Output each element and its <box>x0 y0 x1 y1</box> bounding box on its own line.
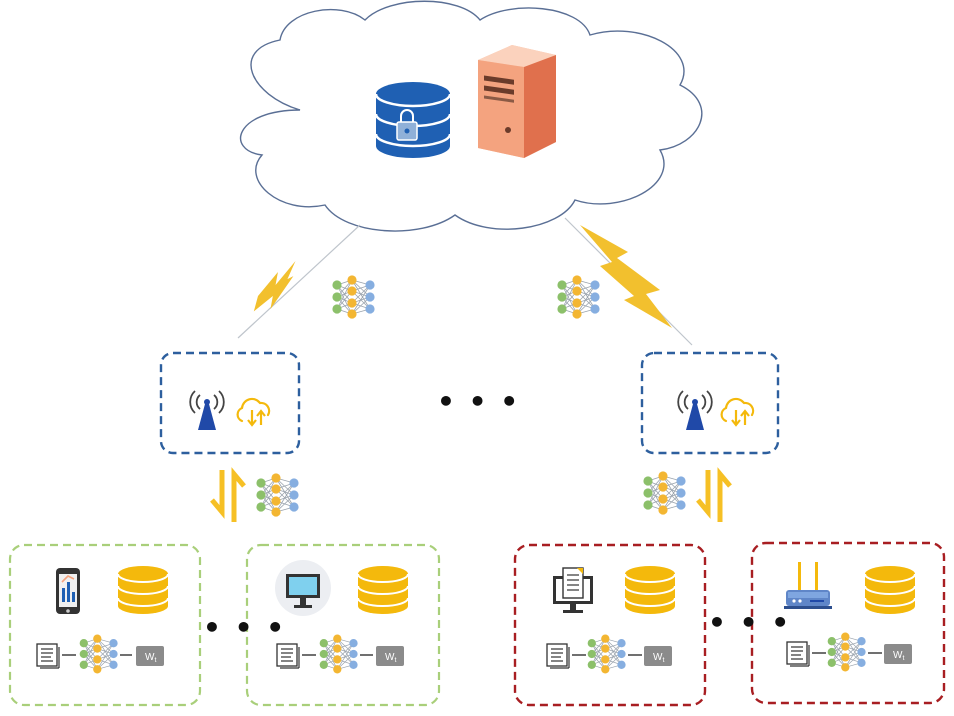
local-data-icon <box>786 641 810 667</box>
ellipsis-left-clients: • • • <box>203 611 287 644</box>
local-model-icon <box>255 472 300 518</box>
svg-text:Wt: Wt <box>145 652 156 664</box>
wireless-link-right <box>564 217 693 346</box>
smartphone-icon <box>56 568 80 614</box>
weights-box: Wt <box>376 646 404 666</box>
edge-server-left <box>159 351 301 455</box>
encrypted-database-icon <box>374 82 452 158</box>
wireless-link-left <box>237 224 361 339</box>
svg-text:Wt: Wt <box>893 650 904 662</box>
desktop-monitor-icon <box>275 560 331 616</box>
local-model-icon <box>642 470 687 516</box>
local-data-icon <box>36 643 60 669</box>
cloud <box>240 0 703 232</box>
svg-text:Wt: Wt <box>653 652 664 664</box>
global-model-icon <box>331 274 376 320</box>
edge-server-right <box>640 351 780 455</box>
weights-box: Wt <box>644 646 672 666</box>
client-document-computer: Wt <box>513 543 707 707</box>
global-model-icon <box>556 274 601 320</box>
client-desktop: Wt <box>245 543 441 707</box>
client-smartphone: Wt <box>8 543 202 707</box>
local-database-icon <box>624 565 676 615</box>
local-data-icon <box>276 643 300 669</box>
svg-text:Wt: Wt <box>385 652 396 664</box>
local-database-icon <box>117 565 169 615</box>
weights-box: Wt <box>884 644 912 664</box>
document-computer-icon <box>553 567 593 613</box>
local-database-icon <box>864 565 916 615</box>
local-data-icon <box>546 643 570 669</box>
bidirectional-arrows-right <box>696 467 732 522</box>
wifi-router-icon <box>784 562 832 609</box>
bidirectional-arrows-left <box>210 467 246 522</box>
server-tower-icon <box>478 45 556 158</box>
ellipsis-edge-servers: • • • <box>437 385 521 418</box>
ellipsis-right-clients: • • • <box>708 606 792 639</box>
local-database-icon <box>357 565 409 615</box>
weights-box: Wt <box>136 646 164 666</box>
client-router: Wt <box>750 541 946 705</box>
